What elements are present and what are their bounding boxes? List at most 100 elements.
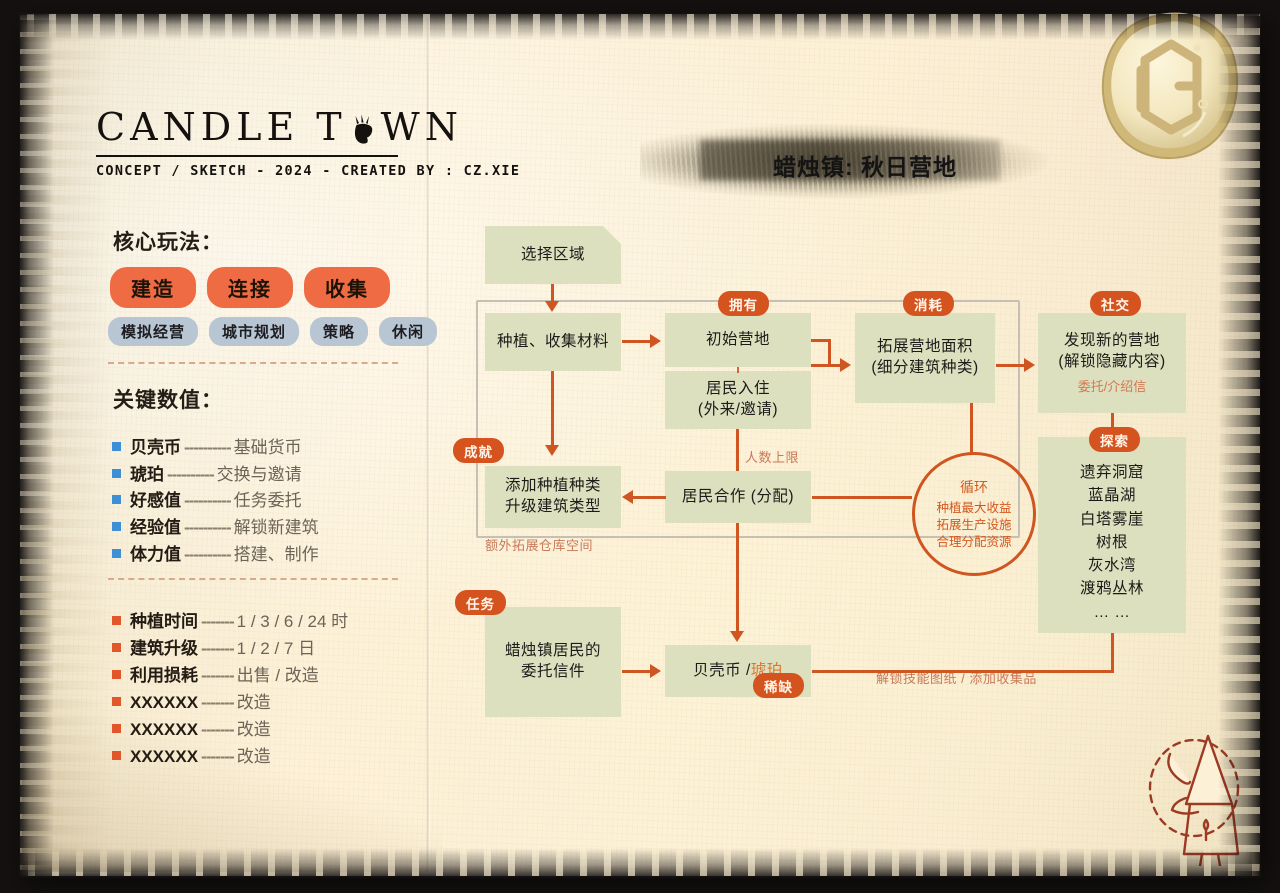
key-value-row: 利用损耗-------出售 / 改造 <box>112 662 348 689</box>
exploration-site: 白塔雾崖 <box>1079 510 1144 528</box>
bullet-square-icon <box>112 616 121 625</box>
bullet-square-icon <box>112 442 121 451</box>
connector-gather-to-basecamp <box>622 340 651 343</box>
key-value-row: XXXXXX-------改造 <box>112 716 348 743</box>
connector-select-to-gather <box>551 284 554 304</box>
connector-expand-to-cycle <box>970 403 973 455</box>
bullet-square-icon <box>112 697 121 706</box>
genre-pill-row: 模拟经营城市规划策略休闲 <box>108 317 438 346</box>
bullet-square-icon <box>112 522 121 531</box>
exploration-site: 树根 <box>1095 533 1128 551</box>
leader-dots: ---------- <box>184 545 232 564</box>
badge-own: 拥有 <box>718 291 769 316</box>
value-label: 搭建、制作 <box>233 545 319 564</box>
node-exploration-sites[interactable]: 遗弃洞窟蓝晶湖白塔雾崖树根灰水湾渡鸦丛林… … <box>1038 437 1186 633</box>
key-values-group-timers: 种植时间-------1 / 3 / 6 / 24 时建筑升级-------1 … <box>112 608 348 770</box>
hooded-figure-doodle-icon <box>1128 726 1278 868</box>
annotation-population-cap: 人数上限 <box>745 450 800 465</box>
exploration-site: 遗弃洞窟 <box>1079 464 1144 481</box>
key-values-group-stats: 好感值 ---------- 任务委托经验值----------解锁新建筑体力值--… <box>112 487 319 568</box>
key-value-row: 琥珀----------交换与邀请 <box>112 461 302 488</box>
value-label: 交换与邀请 <box>216 465 302 484</box>
genre-pill-0[interactable]: 模拟经营 <box>108 317 199 346</box>
node-label: 居民入住 <box>705 380 770 398</box>
connector-bracket-vertical <box>828 339 831 367</box>
arrow-right <box>650 334 661 348</box>
node-gather-materials[interactable]: 种植、收集材料 <box>485 313 621 371</box>
node-base-camp[interactable]: 初始营地 <box>665 313 811 367</box>
node-resident-cooperation[interactable]: 居民合作 (分配) <box>665 471 811 523</box>
divider-1 <box>108 362 398 364</box>
cycle-circle[interactable]: 循环 种植最大收益拓展生产设施合理分配资源 <box>912 452 1036 576</box>
bullet-square-icon <box>112 469 121 478</box>
node-residents-move-in[interactable]: 居民入住 (外来/邀请) <box>665 371 811 429</box>
logo-subtitle: CONCEPT / SKETCH - 2024 - CREATED BY : C… <box>96 163 521 179</box>
connector-basecamp-bracket-top <box>811 339 831 342</box>
genre-pill-1[interactable]: 城市规划 <box>209 317 300 346</box>
logo-title-right: WN <box>380 105 463 149</box>
key-value-row: 种植时间-------1 / 3 / 6 / 24 时 <box>112 608 348 635</box>
key-label: 好感值 <box>130 491 181 510</box>
leader-dots: ---------- <box>167 465 215 484</box>
arrow-right <box>650 664 661 678</box>
key-label: 建筑升级 <box>130 639 198 658</box>
connector-coop-to-currency <box>736 523 739 633</box>
cycle-title: 循环 <box>960 479 988 496</box>
bullet-square-icon <box>112 643 121 652</box>
connector-residents-to-coop <box>736 429 739 471</box>
key-values-group-currency: 贝壳币----------基础货币琥珀----------交换与邀请 <box>112 434 302 488</box>
connector-coop-to-upgrade <box>630 496 666 499</box>
node-upgrade-types[interactable]: 添加种植种类 升级建筑类型 <box>485 466 621 528</box>
key-label: 贝壳币 <box>130 438 181 457</box>
node-discover-new-camp[interactable]: 发现新的营地 (解锁隐藏内容) 委托/介绍信 <box>1038 313 1186 413</box>
value-label: 1 / 2 / 7 日 <box>236 639 316 658</box>
exploration-site: … … <box>1093 603 1131 621</box>
value-label: 改造 <box>236 693 271 712</box>
key-values-heading: 关键数值： <box>113 389 223 412</box>
genre-pill-3[interactable]: 休闲 <box>379 317 438 346</box>
key-label: 琥珀 <box>130 465 164 484</box>
leader-dots: ------- <box>201 666 235 685</box>
badge-consume: 消耗 <box>903 291 954 316</box>
page-title: 蜡烛镇: 秋日营地 <box>772 154 958 180</box>
bullet-square-icon <box>112 724 121 733</box>
connector-cycle-to-coop <box>812 496 912 499</box>
node-label: 拓展营地面积 <box>876 338 973 356</box>
core-pill-1[interactable]: 连接 <box>207 267 293 308</box>
core-pill-2[interactable]: 收集 <box>304 267 390 308</box>
badge-achievement: 成就 <box>453 438 504 463</box>
node-currency[interactable]: 贝壳币 / 琥珀 <box>665 645 811 697</box>
key-value-row: 经验值----------解锁新建筑 <box>112 514 319 541</box>
logo-title-left: CANDLE T <box>96 105 347 149</box>
exploration-site: 蓝晶湖 <box>1087 487 1136 505</box>
leader-dots: ------- <box>201 612 235 631</box>
core-pill-0[interactable]: 建造 <box>110 267 196 308</box>
annotation-warehouse: 额外拓展仓库空间 <box>485 538 594 553</box>
key-label: 体力值 <box>130 545 181 564</box>
value-label: 任务委托 <box>233 491 302 510</box>
exploration-site: 灰水湾 <box>1087 557 1136 574</box>
node-label: 添加种植种类 <box>504 477 601 495</box>
arrow-right <box>840 358 851 372</box>
genre-pill-2[interactable]: 策略 <box>310 317 369 346</box>
logo-block: CANDLE T WN CONCEPT / SKETCH - 2024 - CR… <box>96 105 521 179</box>
cycle-lines: 种植最大收益拓展生产设施合理分配资源 <box>936 500 1011 551</box>
node-select-area[interactable]: 选择区域 <box>485 226 621 284</box>
bullet-square-icon <box>112 670 121 679</box>
key-value-row: XXXXXX-------改造 <box>112 743 348 770</box>
logo-wordmark: CANDLE T WN <box>96 105 458 149</box>
node-label-secondary: 升级建筑类型 <box>504 498 601 515</box>
arrow-down <box>730 631 744 642</box>
key-label: XXXXXX <box>130 693 199 712</box>
key-value-row: 体力值----------搭建、制作 <box>112 541 319 568</box>
connector-currency-to-explore-v <box>1111 633 1114 673</box>
value-label: 解锁新建筑 <box>233 518 319 537</box>
connector-currency-to-explore-h <box>812 670 1114 673</box>
exploration-site-list: 遗弃洞窟蓝晶湖白塔雾崖树根灰水湾渡鸦丛林… … <box>1080 461 1144 624</box>
node-commission-letters[interactable]: 蜡烛镇居民的 委托信件 <box>485 607 621 717</box>
arrow-down <box>545 445 559 456</box>
node-expand-camp[interactable]: 拓展营地面积 (细分建筑种类) <box>855 313 995 403</box>
badge-explore: 探索 <box>1089 427 1140 452</box>
arrow-right <box>1024 358 1035 372</box>
key-value-row: XXXXXX-------改造 <box>112 689 348 716</box>
